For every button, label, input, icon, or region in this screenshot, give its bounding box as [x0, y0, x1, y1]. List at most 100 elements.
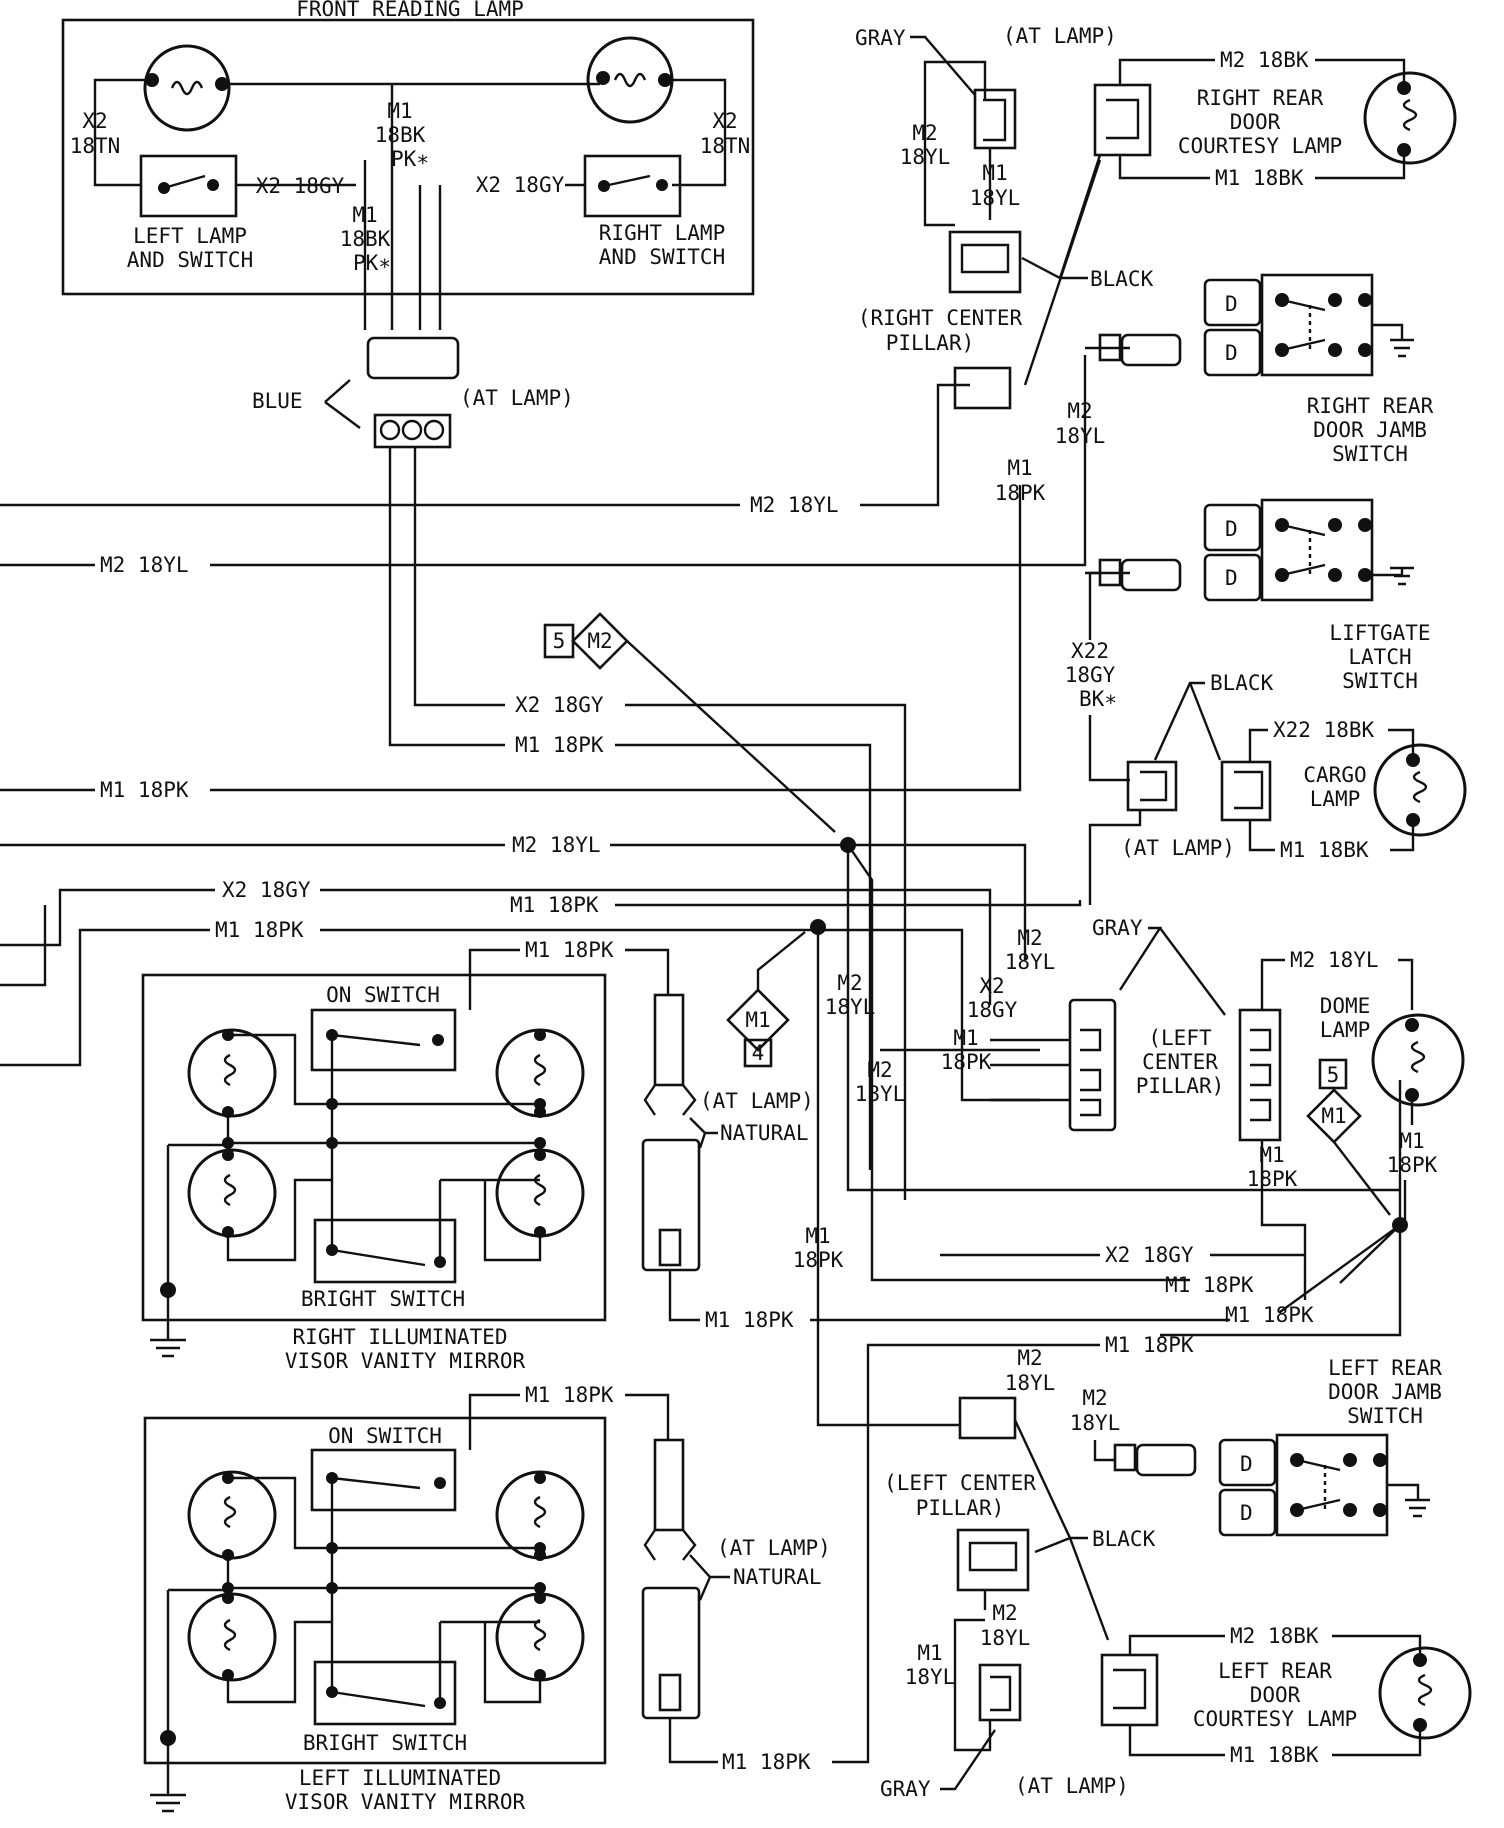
left-rear-courtesy-bulb	[1378, 1646, 1472, 1740]
right-at-lamp-label: (AT LAMP)	[1003, 24, 1117, 48]
right-visor-natural: NATURAL	[720, 1121, 809, 1145]
cargo-at-lamp-label: (AT LAMP)	[1121, 836, 1235, 860]
center-m1-2: M1	[953, 1026, 978, 1050]
x2-left-wire-gauge: 18TN	[70, 134, 121, 158]
right-visor-connector-top	[653, 993, 685, 1087]
cargo-caption-1: CARGO	[1303, 763, 1366, 787]
left-center-pillar: GRAY (LEFT CENTER PILLAR) M1 18PK (LEFT …	[880, 916, 1307, 1801]
left-m1-gauge: 18PK	[1247, 1167, 1298, 1191]
left-visor-at-lamp: (AT LAMP)	[717, 1536, 831, 1560]
left-visor-m1-out: M1 18PK	[722, 1750, 811, 1774]
wire-x2-18gy-b: X2 18GY	[222, 878, 311, 902]
center-m2-2-gauge: 18YL	[855, 1082, 906, 1106]
right-visor-bright-switch	[313, 1218, 457, 1284]
left-jamb-d2: D	[1240, 1501, 1253, 1525]
right-jamb-plug-body	[1120, 333, 1182, 367]
right-jamb-d-lower	[1203, 328, 1262, 377]
left-pillar-caption-1: (LEFT	[1148, 1026, 1212, 1050]
left-jamb-d-upper	[1218, 1438, 1277, 1487]
dome-lamp: M2 18YL DOME LAMP M1 18PK	[1260, 948, 1465, 1220]
right-rear-courtesy-caption-3: COURTESY LAMP	[1178, 134, 1342, 158]
left-visor-caption-1: LEFT ILLUMINATED	[299, 1766, 501, 1790]
left-visor-m1-label: M1 18PK	[525, 1383, 614, 1407]
right-rear-courtesy-m2: M2 18BK	[1220, 48, 1309, 72]
left-visor-connector-top	[653, 1438, 685, 1532]
left-m2-gauge: 18YL	[1005, 1371, 1056, 1395]
wire-m1-18pk-a: M1 18PK	[515, 733, 604, 757]
left-m2b-gauge: 18YL	[1070, 1411, 1121, 1435]
right-m1-18pk-gauge: 18PK	[995, 481, 1046, 505]
rs-m1-18pk-3: M1 18PK	[1105, 1333, 1194, 1357]
right-rear-courtesy-lamp: M2 18BK M1 18BK RIGHT REAR DOOR COURTESY…	[1093, 48, 1457, 190]
left-lamp-caption-2: AND SWITCH	[127, 248, 253, 272]
right-rear-courtesy-caption-1: RIGHT REAR	[1197, 86, 1324, 110]
left-jamb-caption-1: LEFT REAR	[1328, 1356, 1442, 1380]
right-visor-bright-switch-label: BRIGHT SWITCH	[301, 1287, 465, 1311]
left-pillar-caption-3: PILLAR)	[1136, 1074, 1225, 1098]
right-rear-courtesy-connector	[1093, 83, 1152, 157]
right-visor-m1-out: M1 18PK	[705, 1308, 794, 1332]
left-at-lamp-label: (AT LAMP)	[1015, 1774, 1129, 1798]
left-jamb-caption-3: SWITCH	[1347, 1404, 1423, 1428]
right-black-label: BLACK	[1090, 267, 1154, 291]
dome-m1-label: M1	[1399, 1129, 1424, 1153]
liftgate-d-lower	[1203, 553, 1262, 602]
left-gray2-label: GRAY	[880, 1777, 931, 1801]
left-gray-connector	[978, 1663, 1022, 1722]
left-jamb-plug	[1113, 1443, 1137, 1472]
splice-m1-b-name: M1	[1321, 1104, 1346, 1128]
center-m1: M1	[805, 1224, 830, 1248]
left-rear-courtesy-m1: M1 18BK	[1230, 1743, 1319, 1767]
wire-m2-18yl-a: M2 18YL	[750, 493, 839, 517]
left-m1-18yl-label: M1	[917, 1641, 942, 1665]
cargo-black-label: BLACK	[1210, 671, 1274, 695]
right-visor-box	[141, 973, 607, 1322]
right-gray-connector	[973, 88, 1017, 150]
cargo-x22-18bk-label: X22 18BK	[1273, 718, 1375, 742]
cargo-lamp-connector	[1220, 760, 1272, 822]
liftgate-caption-1: LIFTGATE	[1329, 621, 1430, 645]
center-m2-1-gauge: 18YL	[825, 995, 876, 1019]
m1-center-gauge: 18BK	[375, 123, 426, 147]
blue-connector-lamp-side	[366, 336, 460, 380]
right-m2-gauge: 18YL	[900, 145, 951, 169]
left-rear-courtesy-m2: M2 18BK	[1230, 1624, 1319, 1648]
center-m2-3-gauge: 18YL	[1005, 950, 1056, 974]
front-reading-lamp-title: FRONT READING LAMP	[296, 0, 524, 21]
front-reading-lamp-box	[61, 18, 755, 296]
right-jamb-caption-2: DOOR JAMB	[1313, 418, 1427, 442]
splice-m1-b: 5 M1	[1160, 1058, 1408, 1337]
m1-center-color: PK∗	[391, 147, 429, 171]
left-rear-courtesy-caption-3: COURTESY LAMP	[1193, 1707, 1357, 1731]
left-rear-door-jamb-switch: D D LEFT REAR DOOR JAMB SWITCH	[1218, 1356, 1442, 1537]
right-visor-terminal	[658, 1228, 682, 1267]
right-jamb-plug	[1098, 333, 1122, 362]
splice-m1-b-number: 5	[1327, 1063, 1340, 1087]
left-visor-on-switch-label: ON SWITCH	[328, 1424, 442, 1448]
liftgate-caption-3: SWITCH	[1342, 669, 1418, 693]
dome-m1-gauge: 18PK	[1387, 1153, 1438, 1177]
left-rear-courtesy-caption-1: LEFT REAR	[1218, 1659, 1332, 1683]
center-vertical-wires: M2 18YL M2 18YL M1 18PK M2 18YL X2 18GY …	[793, 926, 1117, 1272]
splice-m1-b-number-box	[1318, 1058, 1348, 1090]
right-jamb-body	[1260, 273, 1374, 377]
right-side-wires: X2 18GY M1 18PK M1 18PK M1 18PK	[940, 1243, 1314, 1357]
left-lamp-switch	[139, 154, 238, 218]
splice-m1-a-number-box	[743, 1038, 773, 1068]
left-m1-label: M1	[1259, 1143, 1284, 1167]
right-lamp-caption-1: RIGHT LAMP	[599, 221, 725, 245]
wire-m1-18pk-b: M1 18PK	[100, 778, 189, 802]
right-m1-label: M1	[982, 161, 1007, 185]
cargo-caption-2: LAMP	[1310, 787, 1361, 811]
right-rear-courtesy-bulb	[1363, 71, 1457, 165]
left-m2-label: M2	[1017, 1346, 1042, 1370]
left-visor-bright-switch-label: BRIGHT SWITCH	[303, 1731, 467, 1755]
cargo-bulb	[1373, 743, 1467, 837]
rs-m1-18pk-2: M1 18PK	[1225, 1303, 1314, 1327]
right-pillar-caption-1: (RIGHT CENTER	[858, 306, 1023, 330]
cargo-lamp: X22 18GY BK∗ BLACK (AT LAMP) X22 18BK M1…	[1065, 639, 1467, 905]
left-visor-bright-switch	[313, 1660, 457, 1726]
left-m2c-gauge: 18YL	[980, 1626, 1031, 1650]
blue-connector-label: BLUE	[252, 389, 303, 413]
